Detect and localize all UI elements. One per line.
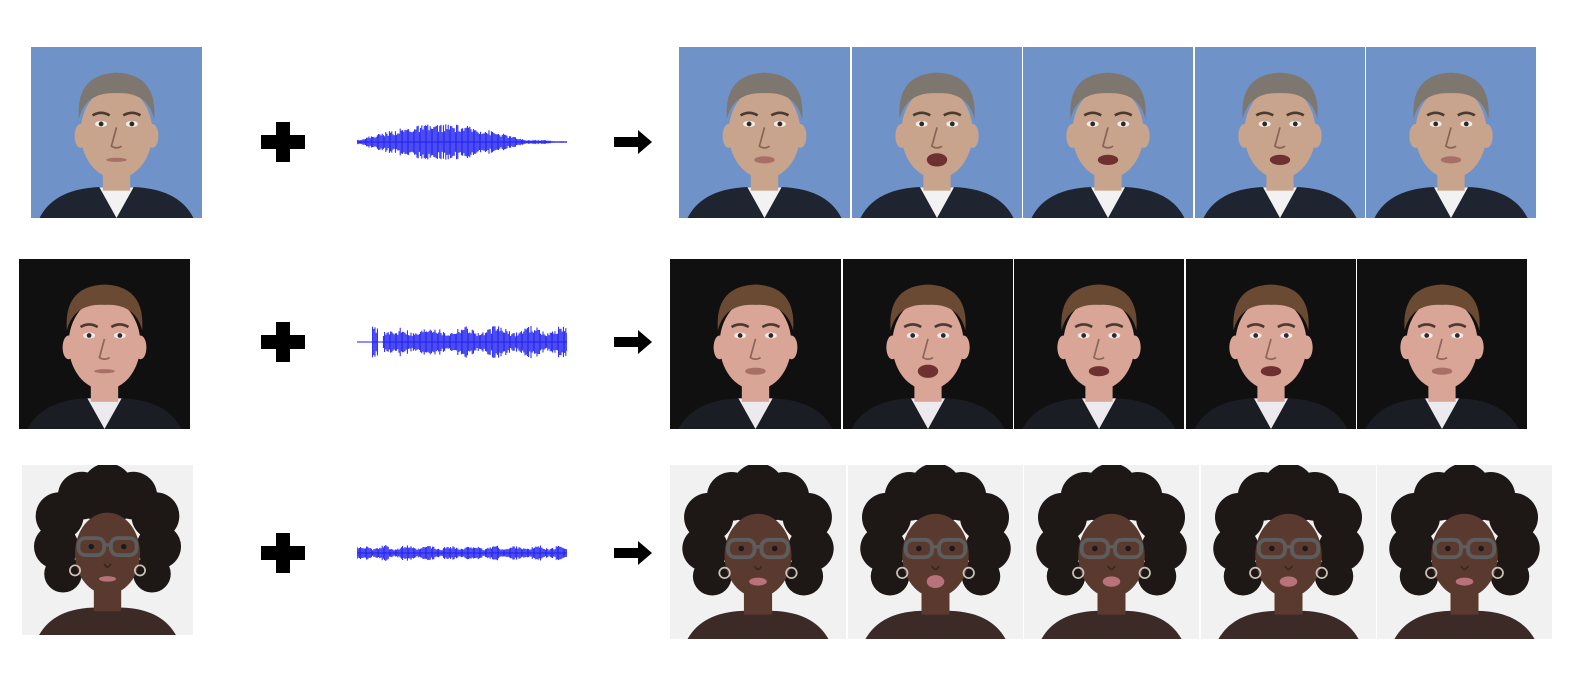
source-face-row-3	[22, 465, 193, 635]
row-3-right-arrow-icon	[614, 541, 652, 570]
generated-frame-row-1-1	[679, 47, 850, 218]
audio-waveform-row-3	[356, 535, 568, 576]
generated-frame-row-3-5	[1376, 465, 1552, 639]
audio-waveform-row-2	[356, 324, 568, 365]
generated-frame-row-1-5	[1365, 47, 1536, 218]
generated-frame-row-3-4	[1199, 465, 1376, 639]
row-2-right-arrow-icon	[614, 330, 652, 359]
generated-frame-row-3-3	[1023, 465, 1199, 639]
generated-frame-row-2-3	[1013, 259, 1184, 429]
source-face-row-2	[19, 259, 190, 429]
generated-frame-row-3-1	[670, 465, 846, 639]
generated-frame-row-2-5	[1356, 259, 1527, 429]
generated-frame-row-3-2	[846, 465, 1023, 639]
row-1-right-arrow-icon	[614, 130, 652, 159]
generated-frame-row-1-3	[1022, 47, 1193, 218]
row-2-plus-icon	[261, 322, 305, 367]
row-3-plus-icon	[261, 533, 305, 578]
generated-frame-row-2-4	[1184, 259, 1356, 429]
row-1-plus-icon	[261, 122, 305, 167]
audio-waveform-row-1	[356, 124, 568, 165]
generated-frame-row-2-1	[670, 259, 841, 429]
source-face-row-1	[31, 47, 202, 218]
generated-frame-row-1-4	[1193, 47, 1365, 218]
generated-frame-row-2-2	[841, 259, 1013, 429]
generated-frame-row-1-2	[850, 47, 1022, 218]
